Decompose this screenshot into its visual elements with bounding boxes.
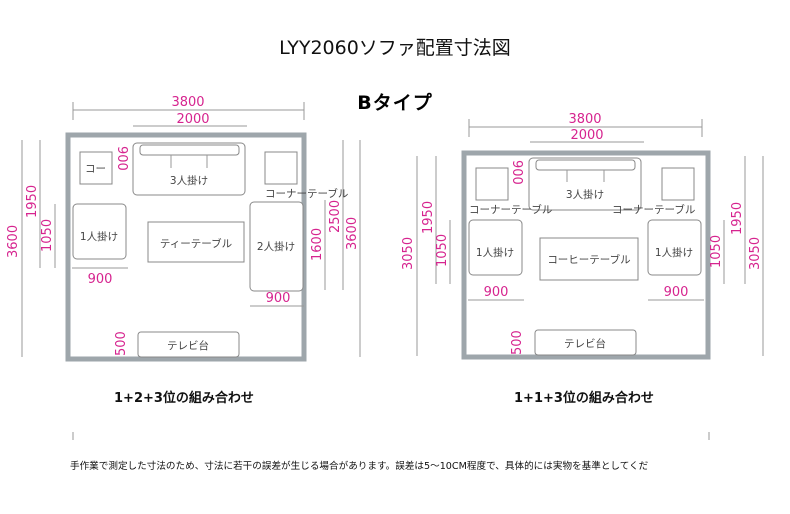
plan-a: 3800 2000 コー 900 3人掛け コーナーテーブル 1人掛け ティーテ… [6, 95, 361, 362]
dim-room-width: 3800 [568, 112, 601, 127]
corner-table-right [661, 167, 695, 201]
tv-stand [534, 329, 637, 356]
chair-left [72, 203, 127, 260]
label-center-table: ティーテーブル [160, 237, 232, 250]
label-corner-right: コーナーテーブル [612, 203, 695, 216]
dim-left-total: 3050 [401, 237, 416, 270]
label-sofa3: 3人掛け [170, 174, 208, 187]
label-corner-left: コー [85, 163, 106, 175]
dim-right-outer: 3600 [345, 217, 360, 250]
dim-right-mid: 1950 [730, 202, 745, 235]
label-center-table: コーヒーテーブル [547, 253, 630, 266]
room-wall [461, 150, 711, 360]
dim-chair-left-width: 900 [88, 272, 113, 287]
dim-left-total: 3600 [6, 225, 21, 258]
corner-table-left [79, 151, 113, 185]
label-chair-left: 1人掛け [80, 230, 118, 243]
label-sofa-right: 1人掛け [655, 246, 693, 259]
label-tv: テレビ台 [564, 337, 606, 350]
dim-left-upper: 1950 [421, 201, 436, 234]
sofa-right [249, 201, 304, 292]
dim-sofa3-depth: 900 [114, 146, 129, 171]
dim-right-sofa: 1050 [709, 235, 724, 268]
caption-plan-b: 1+1+3位の組み合わせ [514, 391, 654, 406]
tv-stand [137, 331, 240, 358]
center-table [147, 221, 245, 263]
label-corner-left: コーナーテーブル [469, 203, 552, 216]
sofa-back [535, 159, 636, 171]
corner-table-left [475, 167, 509, 201]
dim-tv-depth: 500 [510, 330, 525, 355]
dim-sofa3-depth: 900 [509, 160, 524, 185]
dim-right-mid: 2500 [328, 200, 343, 233]
sofa-back [139, 144, 240, 156]
dim-right-outer: 3050 [748, 237, 763, 270]
plan-b: 3800 2000 コーナーテーブル 900 3人掛け コーナーテーブル 1人掛… [401, 112, 764, 360]
dim-tv-depth: 500 [114, 331, 129, 356]
dim-left-upper: 1950 [25, 185, 40, 218]
dim-room-width: 3800 [171, 95, 204, 110]
dim-sofa3-width: 2000 [570, 128, 603, 143]
dim-sofa-right-width: 900 [266, 291, 291, 306]
label-corner-right: コーナーテーブル [265, 187, 348, 200]
label-tv: テレビ台 [167, 339, 209, 352]
label-chair-left: 1人掛け [476, 246, 514, 259]
caption-plan-a: 1+2+3位の組み合わせ [114, 391, 254, 406]
dim-chair-left-width: 900 [484, 285, 509, 300]
type-subtitle: Bタイプ [357, 92, 433, 114]
measurement-note: 手作業で測定した寸法のため、寸法に若干の誤差が生じる場合があります。誤差は5〜1… [70, 461, 649, 472]
label-sofa-right: 2人掛け [257, 240, 295, 253]
corner-table-right [264, 151, 298, 185]
dim-right-sofa: 1600 [310, 228, 325, 261]
chair-left [468, 219, 523, 276]
dim-left-chair: 1050 [435, 234, 450, 267]
dim-left-chair: 1050 [40, 219, 55, 252]
sofa-3-seat [132, 142, 246, 196]
label-sofa3: 3人掛け [566, 188, 604, 201]
sofa-3-seat [528, 157, 642, 211]
chair-right [647, 219, 702, 276]
page-title: LYY2060ソファ配置寸法図 [279, 37, 511, 59]
room-wall [65, 132, 307, 362]
center-table [539, 237, 639, 281]
dim-sofa-right-width: 900 [664, 285, 689, 300]
dim-sofa3-width: 2000 [176, 112, 209, 127]
